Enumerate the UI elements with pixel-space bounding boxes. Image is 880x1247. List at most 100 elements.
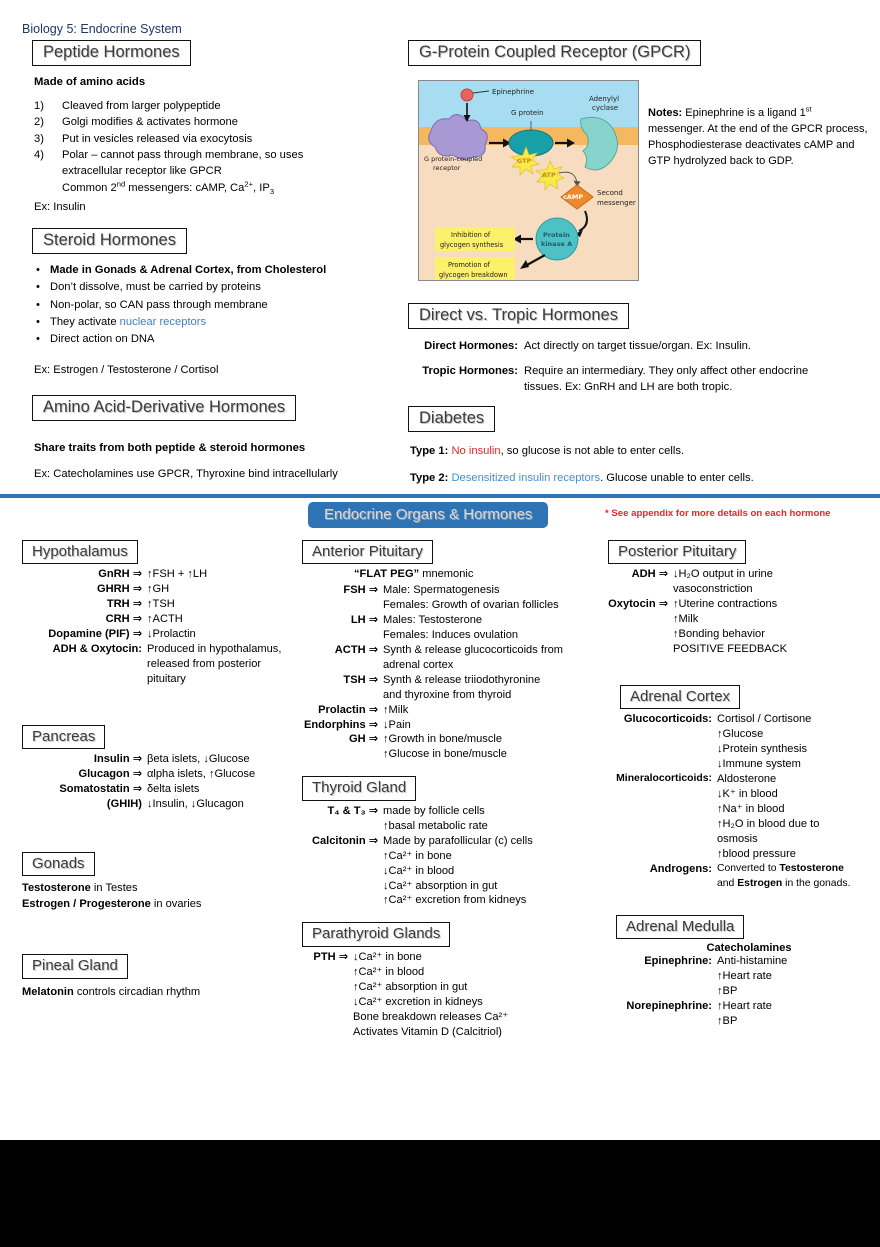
hormone-effect: Anti-histamine xyxy=(717,955,788,968)
hormone-effect: ↑Glucose in bone/muscle xyxy=(383,748,507,761)
gland-pancreas: Pancreas Insulin ⇒βeta islets, ↓Glucose … xyxy=(22,725,302,812)
gpcr-diagram-svg: Epinephrine G protein-coupled receptor G… xyxy=(419,81,638,280)
list-item-text: Direct action on DNA xyxy=(50,333,155,345)
parathyroid-rows: PTH ⇒↓Ca²⁺ in bone ↑Ca²⁺ in blood ↑Ca²⁺ … xyxy=(302,950,602,1040)
hormone-effect: ↑Heart rate xyxy=(717,970,772,983)
hormone-label xyxy=(302,1010,353,1025)
thyroid-rows: T₄ & T₃ ⇒made by follicle cells ↑basal m… xyxy=(302,804,602,909)
hormone-row: Somatostatin ⇒δelta islets xyxy=(22,782,302,797)
hormone-effect: ↑Ca²⁺ excretion from kidneys xyxy=(383,894,527,907)
gland-adrenal-cortex: Adrenal Cortex Glucocorticoids:Cortisol … xyxy=(608,685,880,891)
thyroid-header: Thyroid Gland xyxy=(302,776,602,801)
hormone-label xyxy=(608,582,673,597)
hormone-row: TSH ⇒Synth & release triiodothyronine xyxy=(302,673,602,688)
gonads-header-label: Gonads xyxy=(22,852,95,877)
androgens-part-c: and xyxy=(717,877,738,889)
hormone-row: ↑BP xyxy=(608,984,880,999)
list-item-text: Polar – cannot pass through membrane, so… xyxy=(62,149,304,162)
list-item-text: Cleaved from larger polypeptide xyxy=(62,100,221,112)
hormone-effect: adrenal cortex xyxy=(383,658,454,671)
hormone-label xyxy=(608,817,717,832)
list-item-number: 4) xyxy=(34,149,44,162)
second-messenger-ip: , IP xyxy=(253,181,270,194)
hormone-label xyxy=(608,742,717,757)
svg-text:Protein: Protein xyxy=(543,231,570,239)
hormone-effect: osmosis xyxy=(717,833,758,846)
gland-anterior-pituitary: Anterior Pituitary “FLAT PEG” mnemonic F… xyxy=(302,540,602,762)
type1-label: Type 1: xyxy=(410,445,449,457)
hormone-label xyxy=(302,849,383,864)
hormone-row: LH ⇒Males: Testosterone xyxy=(302,613,602,628)
diabetes-rows: Type 1: No insulin, so glucose is not ab… xyxy=(410,443,830,497)
hormone-effect: ↓K⁺ in blood xyxy=(717,788,778,801)
hormone-effect: ↑Ca²⁺ absorption in gut xyxy=(353,980,468,993)
hormone-label xyxy=(608,832,717,847)
hormone-label: TSH ⇒ xyxy=(343,673,378,686)
pancreas-rows: Insulin ⇒βeta islets, ↓Glucose Glucagon … xyxy=(22,752,302,812)
hormone-label xyxy=(608,642,673,657)
peptide-hormones-header: Peptide Hormones xyxy=(32,40,191,66)
hypothalamus-rows: GnRH ⇒↑FSH + ↑LH GHRH ⇒↑GH TRH ⇒↑TSH CRH… xyxy=(22,567,302,687)
hormone-row: T₄ & T₃ ⇒made by follicle cells xyxy=(302,804,602,819)
first-ordinal-suffix: st xyxy=(805,104,812,114)
hormone-row: Prolactin ⇒↑Milk xyxy=(302,703,602,718)
androgens-part-e: in the gonads. xyxy=(782,877,851,889)
bullet-icon: • xyxy=(36,315,40,328)
hormone-label xyxy=(302,1025,353,1040)
hormone-effect: βeta islets, ↓Glucose xyxy=(147,753,250,766)
androgens-part-a: Converted to xyxy=(717,863,780,874)
thyroid-header-label: Thyroid Gland xyxy=(302,776,417,801)
hormone-row: Dopamine (PIF) ⇒↓Prolactin xyxy=(22,627,302,642)
activate-prefix: They activate xyxy=(50,315,120,328)
hormone-effect: ↓Prolactin xyxy=(147,628,196,641)
hormone-effect: Activates Vitamin D (Calcitriol) xyxy=(353,1025,502,1038)
hormone-label xyxy=(302,995,353,1010)
hormone-effect: ↑FSH + ↑LH xyxy=(147,568,208,581)
pineal-hormone-melatonin: Melatonin xyxy=(22,985,74,998)
adrenal-cortex-rows: Glucocorticoids:Cortisol / Cortisone ↑Gl… xyxy=(608,712,880,891)
pineal-line-rest: controls circadian rhythm xyxy=(73,985,201,998)
diabetes-header: Diabetes xyxy=(408,406,496,432)
hormone-effect: Produced in hypothalamus, xyxy=(147,643,282,656)
hormone-label: GnRH ⇒ xyxy=(98,568,142,581)
hormone-row: GH ⇒↑Growth in bone/muscle xyxy=(302,732,602,747)
hormone-effect: ↑Milk xyxy=(383,703,409,716)
adrenal-medulla-header: Adrenal Medulla xyxy=(608,915,880,940)
hormone-label xyxy=(608,727,717,742)
gpcr-diagram-figure: Epinephrine G protein-coupled receptor G… xyxy=(418,80,639,281)
hormone-row: osmosis xyxy=(608,832,880,847)
hormone-row: Oxytocin ⇒↑Uterine contractions xyxy=(608,597,880,612)
hormone-row: Calcitonin ⇒Made by parafollicular (c) c… xyxy=(302,834,602,849)
hormone-row: ↓Ca²⁺ in blood xyxy=(302,864,602,879)
hormone-row: ACTH ⇒Synth & release glucocorticoids fr… xyxy=(302,643,602,658)
hormone-effect: ↑TSH xyxy=(147,598,175,611)
svg-text:Adenylyl: Adenylyl xyxy=(589,95,619,103)
bullet-icon: • xyxy=(36,333,40,345)
hormone-effect: ↑Milk xyxy=(673,613,699,626)
androgens-label-empty xyxy=(608,877,717,891)
hormone-label: GH ⇒ xyxy=(348,733,378,746)
nuclear-receptors-link[interactable]: nuclear receptors xyxy=(119,315,207,328)
flat-peg-mnemonic: “FLAT PEG” mnemonic xyxy=(302,567,602,583)
amino-acid-derivative-example: Ex: Catecholamines use GPCR, Thyroxine b… xyxy=(34,468,338,480)
hormone-row: ↓Ca²⁺ absorption in gut xyxy=(302,879,602,894)
hormone-label: Glucocorticoids: xyxy=(623,713,712,726)
peptide-example: Ex: Insulin xyxy=(34,201,86,213)
hormone-label xyxy=(302,965,353,980)
page-title: Biology 5: Endocrine System xyxy=(22,22,182,36)
hormone-row: ↑Ca²⁺ in blood xyxy=(302,965,602,980)
hormone-label: Endorphins ⇒ xyxy=(303,718,378,731)
list-item: • Direct action on DNA xyxy=(36,331,416,348)
hormone-label xyxy=(608,802,717,817)
direct-tropic-header: Direct vs. Tropic Hormones xyxy=(408,303,629,329)
hormone-row: ↑blood pressure xyxy=(608,847,880,862)
androgens-row: Androgens: Converted to Testosterone xyxy=(608,862,880,877)
hormone-effect: Bone breakdown releases Ca²⁺ xyxy=(353,1010,509,1023)
hormone-row: Females: Growth of ovarian follicles xyxy=(302,598,602,613)
hormone-row: FSH ⇒Male: Spermatogenesis xyxy=(302,583,602,598)
hormone-label xyxy=(302,893,383,908)
gland-hypothalamus: Hypothalamus GnRH ⇒↑FSH + ↑LH GHRH ⇒↑GH … xyxy=(22,540,302,687)
hormone-effect: ↓Protein synthesis xyxy=(717,743,808,756)
hormone-effect: Cortisol / Cortisone xyxy=(717,713,812,726)
